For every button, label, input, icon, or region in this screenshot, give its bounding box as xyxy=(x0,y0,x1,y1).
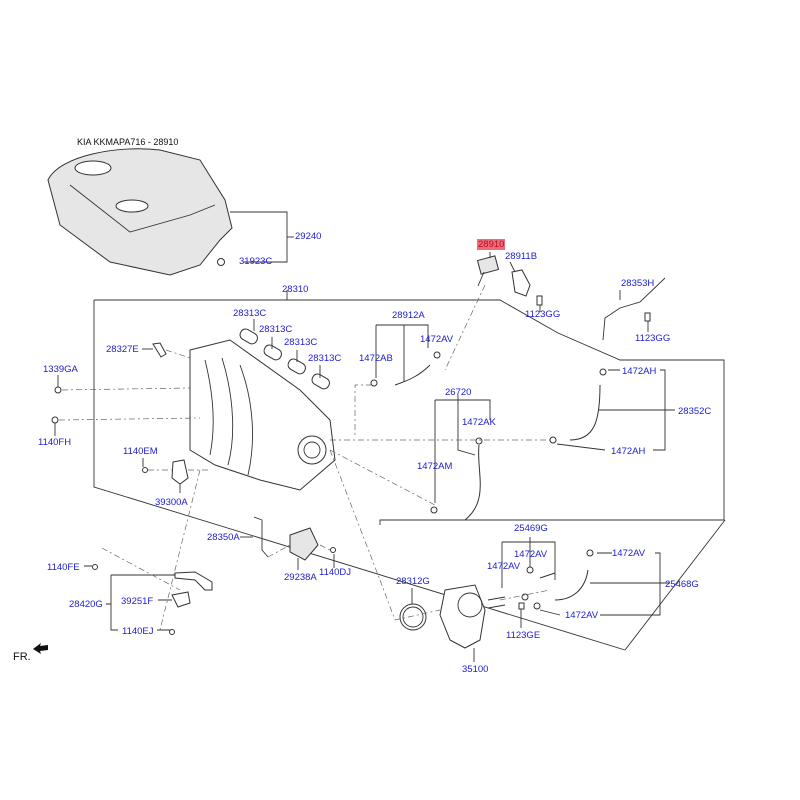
bracket-39251f-drawing xyxy=(171,591,191,608)
part-label-1472av-c[interactable]: 1472AV xyxy=(612,548,646,559)
part-label-28313c-3[interactable]: 28313C xyxy=(284,337,318,348)
part-label-39300a[interactable]: 39300A xyxy=(155,497,188,508)
part-label-28912a[interactable]: 28912A xyxy=(392,310,425,321)
part-label-39251f[interactable]: 39251F xyxy=(121,596,154,607)
part-label-25469g[interactable]: 25469G xyxy=(514,523,548,534)
part-label-28910[interactable]: 28910 xyxy=(477,239,506,250)
part-label-1472ak[interactable]: 1472AK xyxy=(462,417,496,428)
cap-drawing xyxy=(152,342,167,358)
part-label-1140dj[interactable]: 1140DJ xyxy=(319,567,352,578)
part-label-1140em[interactable]: 1140EM xyxy=(123,446,158,457)
part-label-1472av-d[interactable]: 1472AV xyxy=(565,610,599,621)
part-label-28313c-1[interactable]: 28313C xyxy=(233,308,267,319)
part-label-35100[interactable]: 35100 xyxy=(462,664,489,675)
part-label-28420g[interactable]: 28420G xyxy=(69,599,103,610)
part-label-29240[interactable]: 29240 xyxy=(295,231,322,242)
front-direction-label: FR. xyxy=(13,651,31,663)
part-label-28353h[interactable]: 28353H xyxy=(621,278,655,289)
actuator-drawing xyxy=(289,527,319,561)
part-label-1472av-b[interactable]: 1472AV xyxy=(487,561,521,572)
part-label-1123ge[interactable]: 1123GE xyxy=(506,630,541,641)
engine-cover-drawing[interactable] xyxy=(47,148,233,276)
part-label-28313c-2[interactable]: 28313C xyxy=(259,324,293,335)
cover-nut-drawing[interactable] xyxy=(217,258,225,266)
highlighted-part-label[interactable]: 28910 xyxy=(477,239,506,250)
part-label-1472av-a[interactable]: 1472AV xyxy=(514,549,548,560)
gaskets-drawing[interactable] xyxy=(238,327,331,391)
part-label-31923c[interactable]: 31923C xyxy=(239,256,273,267)
throttle-body-drawing[interactable] xyxy=(439,584,506,649)
part-label-1472ab[interactable]: 1472AB xyxy=(359,353,393,364)
intake-manifold-drawing[interactable] xyxy=(189,339,336,491)
front-arrow-icon xyxy=(33,643,48,654)
part-label-1339ga[interactable]: 1339GA xyxy=(43,364,78,375)
part-label-1140fh[interactable]: 1140FH xyxy=(38,437,72,448)
part-label-1123gg-pipe[interactable]: 1123GG xyxy=(635,333,671,344)
part-label-28911b[interactable]: 28911B xyxy=(505,251,538,262)
part-label-28350a[interactable]: 28350A xyxy=(207,532,240,543)
part-label-1472av-top[interactable]: 1472AV xyxy=(420,334,454,345)
part-label-28352c[interactable]: 28352C xyxy=(678,406,712,417)
part-label-28327e[interactable]: 28327E xyxy=(106,344,139,355)
part-label-1140fe[interactable]: 1140FE xyxy=(47,562,80,573)
diagram-title: KIA KKMAPA716 - 28910 xyxy=(77,137,179,147)
part-label-1472ah-bottom[interactable]: 1472AH xyxy=(611,446,646,457)
part-label-1140ej[interactable]: 1140EJ xyxy=(122,626,154,637)
purge-valve-drawing[interactable] xyxy=(476,255,500,287)
part-label-1472am[interactable]: 1472AM xyxy=(417,461,453,472)
part-label-28310[interactable]: 28310 xyxy=(282,284,309,295)
part-label-28312g[interactable]: 28312G xyxy=(396,576,430,587)
part-label-26720[interactable]: 26720 xyxy=(445,387,472,398)
part-label-1472ah-top[interactable]: 1472AH xyxy=(622,366,657,377)
part-label-1123gg-bracket[interactable]: 1123GG xyxy=(525,309,561,320)
bracket-assy-drawing xyxy=(174,571,213,591)
sensor-drawing xyxy=(171,459,189,485)
part-label-25468g[interactable]: 25468G xyxy=(665,579,699,590)
part-label-29238a[interactable]: 29238A xyxy=(284,572,317,583)
purge-bracket-drawing xyxy=(511,269,531,297)
part-label-28313c-4[interactable]: 28313C xyxy=(308,353,342,364)
